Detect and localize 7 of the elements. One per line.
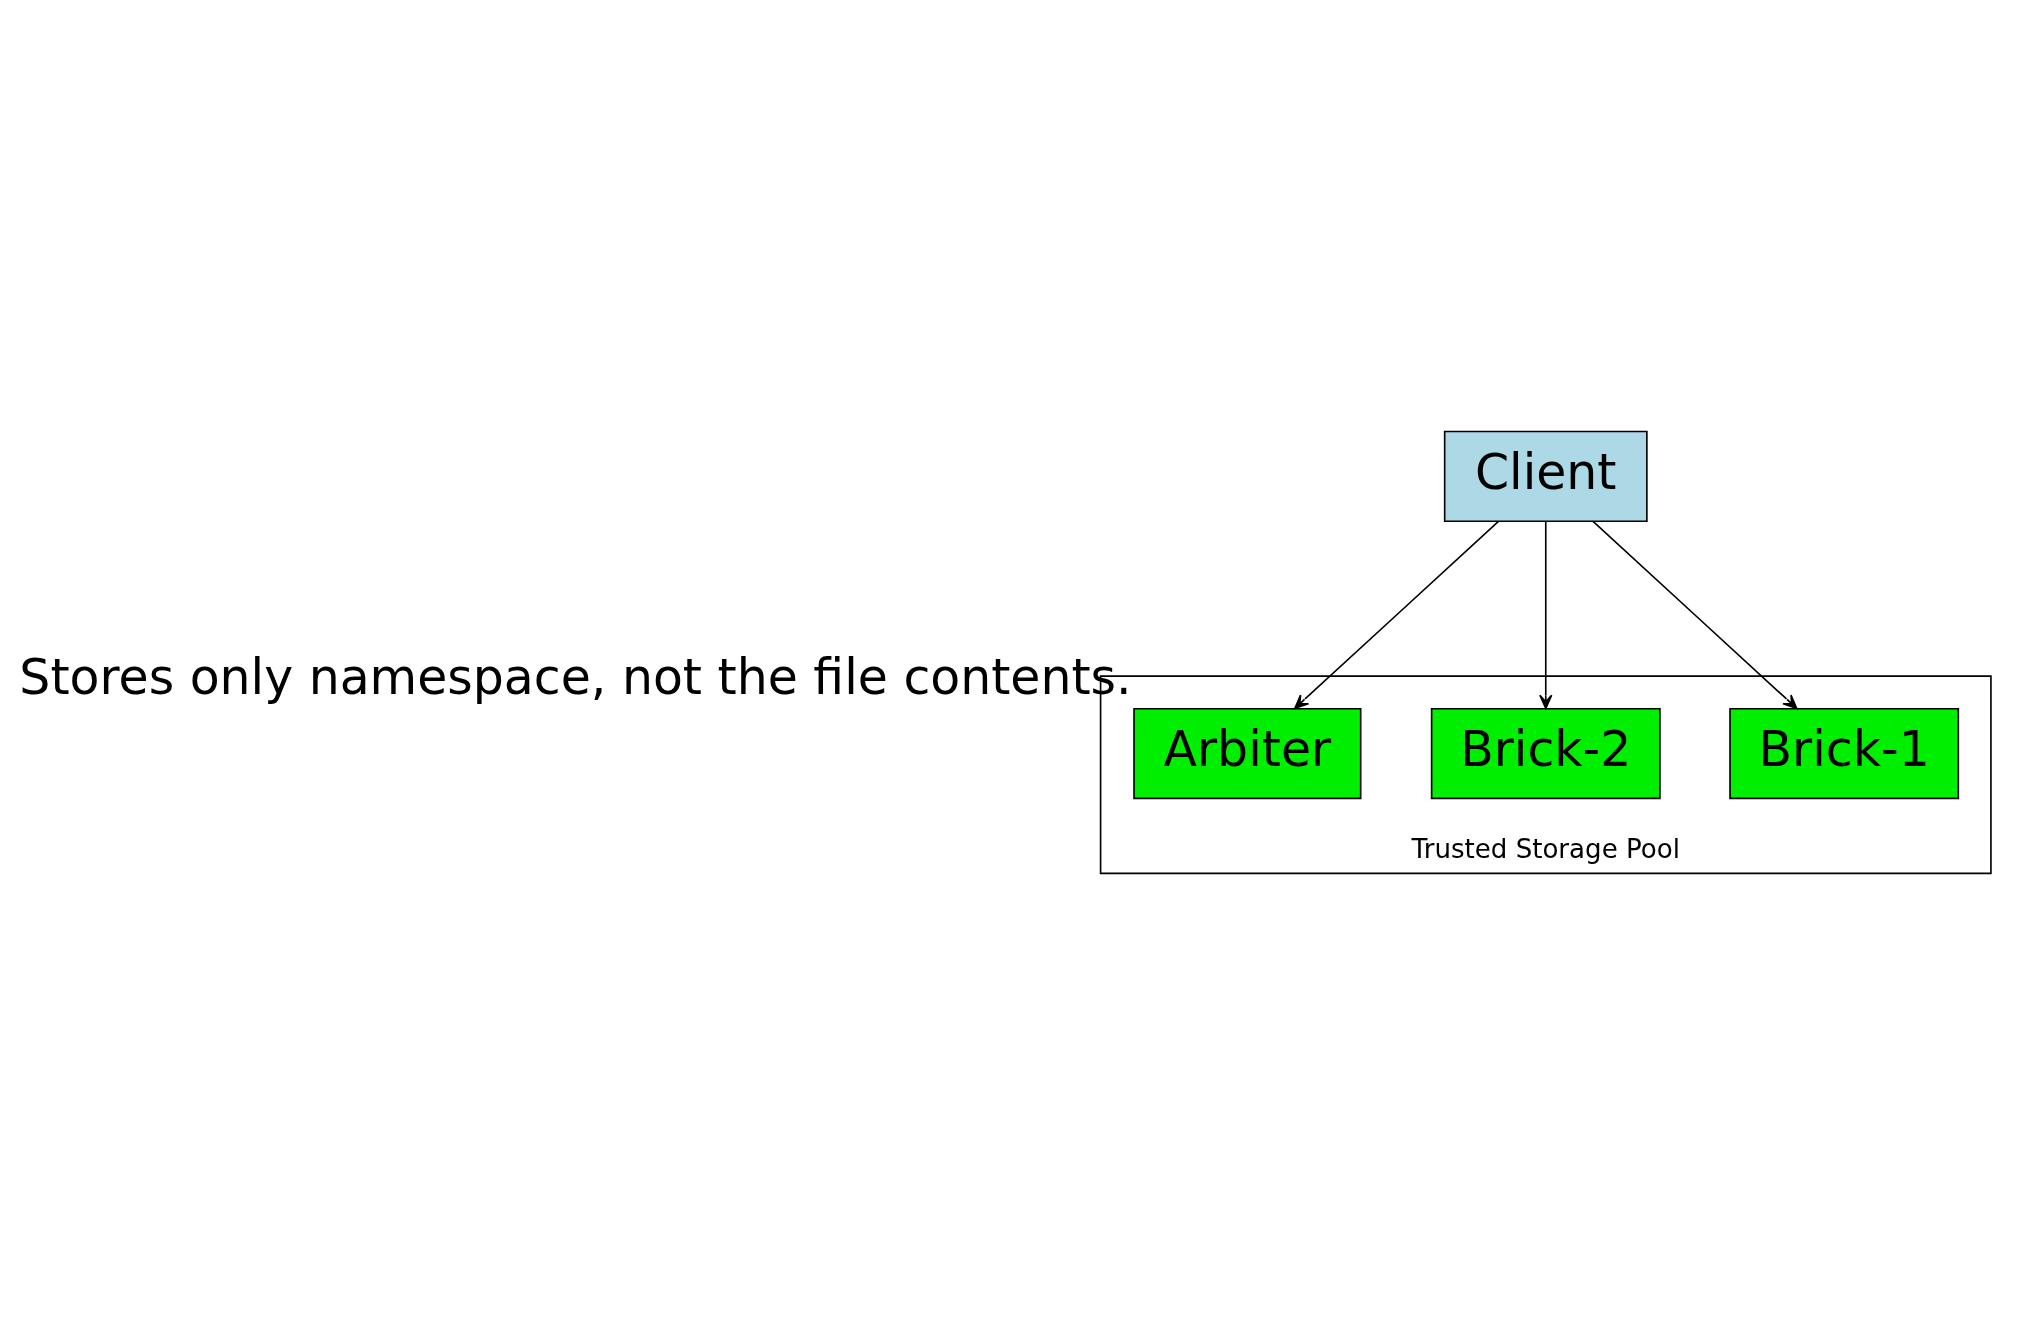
node-box: Arbiter bbox=[1132, 707, 1361, 799]
node-box: Client bbox=[1443, 430, 1648, 522]
arrow bbox=[1591, 520, 1797, 709]
node-box: Brick-2 bbox=[1430, 707, 1661, 799]
arrow bbox=[1293, 520, 1499, 709]
node-box: Brick-1 bbox=[1728, 707, 1959, 799]
arrow bbox=[1538, 520, 1552, 709]
